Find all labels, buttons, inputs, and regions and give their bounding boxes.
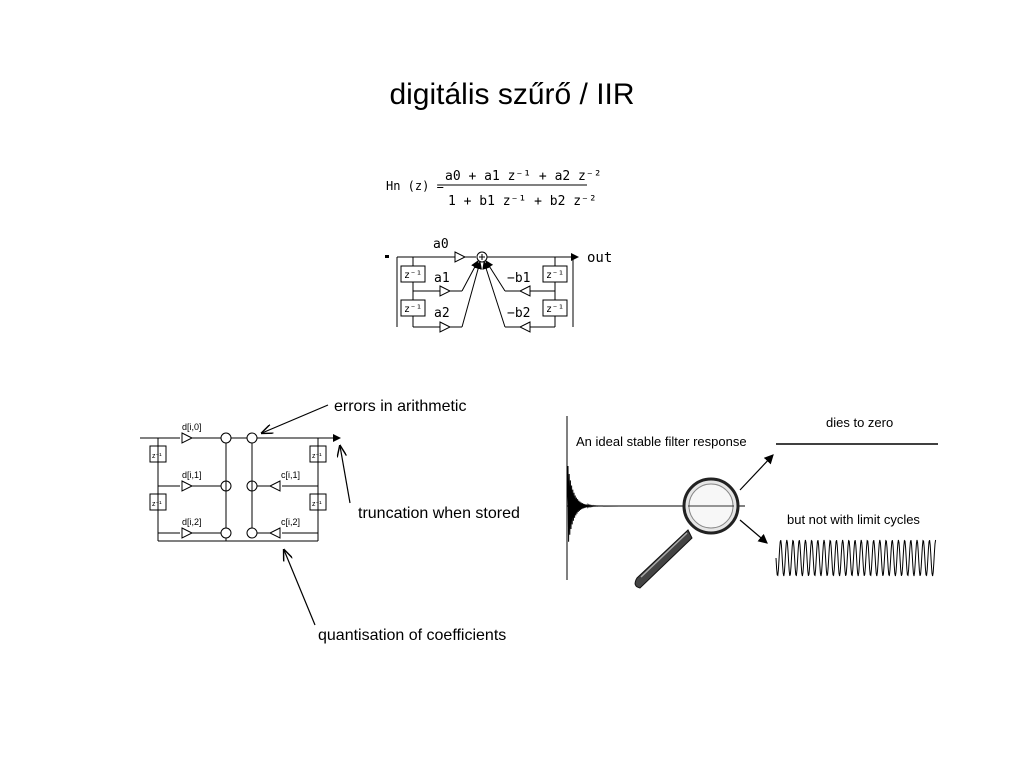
- arrow-to-zero: [739, 454, 774, 491]
- arrow-quantisation: [284, 550, 316, 626]
- quantisation-diagram: [140, 432, 341, 542]
- delay-lattice-l1: [149, 445, 167, 463]
- label-limit-cycles: but not with limit cycles: [787, 512, 920, 527]
- coef-c2-triangle: [268, 527, 281, 539]
- label-delay-l2: z⁻¹: [404, 304, 422, 315]
- limit-cycle-wave: [775, 539, 937, 577]
- arrow-to-limit: [739, 519, 768, 544]
- gain-b1-triangle: [518, 285, 531, 297]
- label-c1: c[i,1]: [281, 470, 300, 480]
- label-delay-r2: z⁻¹: [546, 304, 564, 315]
- coef-c1-triangle: [268, 480, 281, 492]
- label-b2: −b2: [507, 306, 530, 321]
- arrow-arithmetic: [262, 404, 329, 433]
- transfer-function-formula: Hn (z) = a0 + a1 z⁻¹ + a2 z⁻² 1 + b1 z⁻¹…: [386, 169, 602, 209]
- decaying-response: [566, 465, 621, 542]
- arrow-truncation: [340, 446, 351, 504]
- adder-fb-1: [246, 432, 258, 444]
- limit-cycle-illustration: [566, 416, 938, 589]
- delay-lattice-r2: [309, 493, 327, 511]
- adder-ff-1: [220, 432, 232, 444]
- quantisation-diagram-labels: d[i,0] d[i,1] d[i,2] c[i,1] c[i,2] z⁻¹ z…: [152, 422, 322, 527]
- label-lattice-delay-r2: z⁻¹: [312, 501, 322, 508]
- annotation-labels: errors in arithmetic truncation when sto…: [318, 398, 520, 644]
- gain-a1-triangle: [439, 285, 452, 297]
- annotation-arrows: [262, 404, 351, 626]
- label-d2: d[i,2]: [182, 517, 202, 527]
- label-out: out: [587, 250, 612, 266]
- formula-lhs: Hn (z) =: [386, 179, 444, 193]
- label-b1: −b1: [507, 271, 530, 286]
- label-delay-l1: z⁻¹: [404, 270, 422, 281]
- gain-b2-triangle: [518, 321, 531, 333]
- coef-d2-triangle: [181, 527, 194, 539]
- annotation-arithmetic: errors in arithmetic: [334, 398, 466, 415]
- label-dies-to-zero: dies to zero: [826, 415, 893, 430]
- iir-diagram-labels: a0 a1 a2 −b1 −b2 z⁻¹ z⁻¹ z⁻¹ z⁻¹ out: [404, 237, 612, 321]
- label-ideal-response: An ideal stable filter response: [576, 434, 747, 449]
- label-a2: a2: [434, 306, 450, 321]
- gain-a0-triangle: [454, 251, 467, 263]
- annotation-quantisation: quantisation of coefficients: [318, 627, 506, 644]
- limit-cycle-labels: An ideal stable filter response dies to …: [576, 415, 920, 527]
- coef-d0-triangle: [181, 432, 194, 444]
- label-a0: a0: [433, 237, 449, 252]
- label-c2: c[i,2]: [281, 517, 300, 527]
- adder-fb-3: [246, 527, 258, 539]
- label-lattice-delay-l1: z⁻¹: [152, 453, 162, 460]
- gain-a2-triangle: [439, 321, 452, 333]
- adder-ff-3: [220, 527, 232, 539]
- label-a1: a1: [434, 271, 450, 286]
- label-d1: d[i,1]: [182, 470, 202, 480]
- label-lattice-delay-l2: z⁻¹: [152, 501, 162, 508]
- annotation-truncation: truncation when stored: [358, 505, 520, 522]
- slide-title: digitális szűrő / IIR: [389, 78, 635, 111]
- formula-denominator: 1 + b1 z⁻¹ + b2 z⁻²: [448, 194, 597, 209]
- coef-d1-triangle: [181, 480, 194, 492]
- magnifier-icon: [634, 477, 740, 589]
- iir-direct-form-diagram: [385, 251, 579, 333]
- delay-lattice-l2: [149, 493, 167, 511]
- input-marker: [385, 255, 389, 258]
- delay-lattice-r1: [309, 445, 327, 463]
- formula-numerator: a0 + a1 z⁻¹ + a2 z⁻²: [445, 169, 602, 184]
- label-lattice-delay-r1: z⁻¹: [312, 453, 322, 460]
- label-d0: d[i,0]: [182, 422, 202, 432]
- label-delay-r1: z⁻¹: [546, 270, 564, 281]
